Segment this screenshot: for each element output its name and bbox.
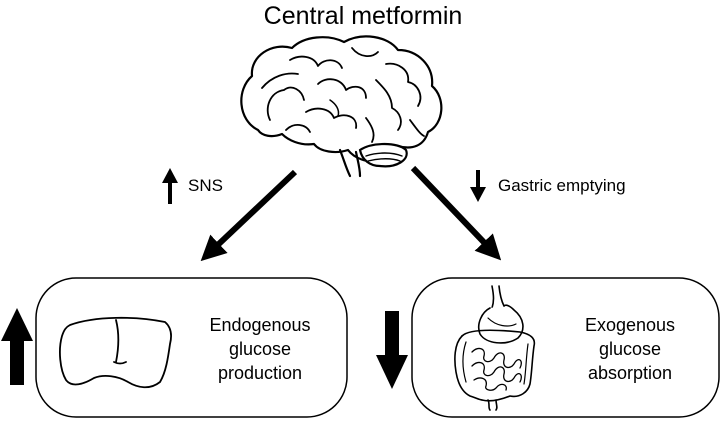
big-up-arrow-icon	[1, 308, 33, 385]
diagram-title: Central metformin	[263, 2, 463, 30]
sns-label: SNS	[188, 176, 223, 195]
endogenous-glucose-label: Endogenous glucose production	[209, 315, 311, 383]
stomach-intestine-icon	[454, 285, 536, 411]
sns-up-arrow-icon	[162, 168, 178, 204]
big-down-arrow-icon	[376, 311, 408, 389]
brain-icon	[240, 35, 443, 178]
liver-icon	[59, 316, 173, 389]
gastric-emptying-label: Gastric emptying	[498, 176, 626, 195]
liver-box	[35, 277, 348, 418]
arrow-to-gut	[410, 165, 502, 261]
exogenous-glucose-label: Exogenous glucose absorption	[584, 315, 676, 383]
gastric-down-arrow-icon	[470, 170, 486, 202]
arrow-to-liver	[200, 169, 298, 262]
